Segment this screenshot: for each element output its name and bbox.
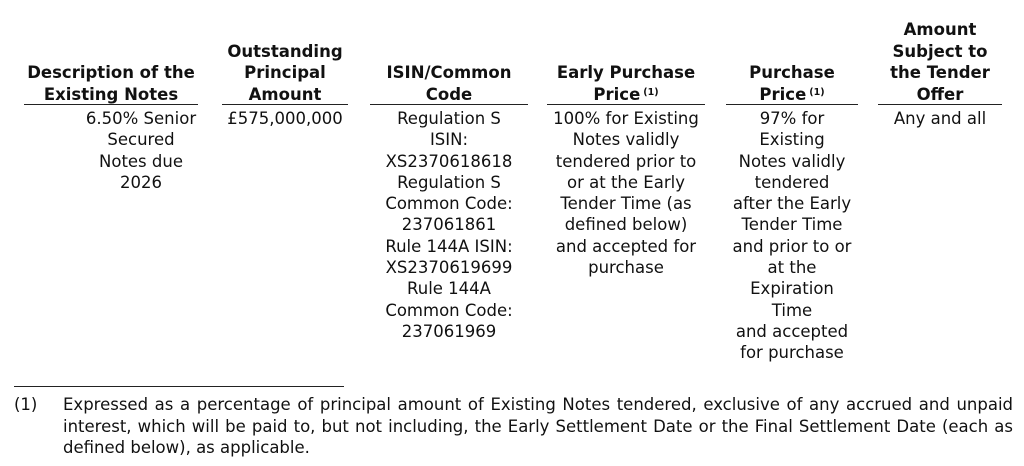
header-label-outstanding-amount: Outstanding Principal Amount <box>227 41 343 104</box>
cell-isin-common-code: Regulation S ISIN: XS2370618618 Regulati… <box>385 109 513 341</box>
footnote-divider <box>14 386 344 387</box>
header-cell-outstanding-amount: Outstanding Principal Amount <box>222 0 348 105</box>
header-cell-isin: ISIN/Common Code <box>370 0 528 105</box>
header-label-isin: ISIN/Common Code <box>386 63 512 104</box>
cell-purchase-price: 97% for Existing Notes validly tendered … <box>732 109 852 363</box>
footnote-ref-purchase-price: (1) <box>809 86 825 98</box>
header-cell-amount-subject: Amount Subject to the Tender Offer <box>878 0 1002 105</box>
header-text-purchase-price: Purchase Price <box>749 63 835 104</box>
header-label-early-purchase-price: Early Purchase Price(1) <box>547 62 705 105</box>
header-label-amount-subject: Amount Subject to the Tender Offer <box>890 20 990 104</box>
footnote-text: Expressed as a percentage of principal a… <box>63 395 1013 457</box>
cell-outstanding-amount: £575,000,000 <box>227 109 343 128</box>
header-label-description: Description of the Existing Notes <box>27 63 195 104</box>
header-cell-description: Description of the Existing Notes <box>24 0 198 105</box>
cell-description: 6.50% Senior Secured Notes due 2026 <box>85 109 197 192</box>
header-cell-early-purchase-price: Early Purchase Price(1) <box>547 0 705 105</box>
header-label-purchase-price: Purchase Price(1) <box>726 62 858 105</box>
footnote-ref-early-purchase-price: (1) <box>643 86 659 98</box>
header-text-early-purchase-price: Early Purchase Price <box>556 63 696 104</box>
cell-amount-subject: Any and all <box>893 109 987 128</box>
footnote-marker: (1) <box>14 395 38 414</box>
header-cell-purchase-price: Purchase Price(1) <box>726 0 858 105</box>
cell-early-purchase-price: 100% for Existing Notes validly tendered… <box>553 109 699 278</box>
